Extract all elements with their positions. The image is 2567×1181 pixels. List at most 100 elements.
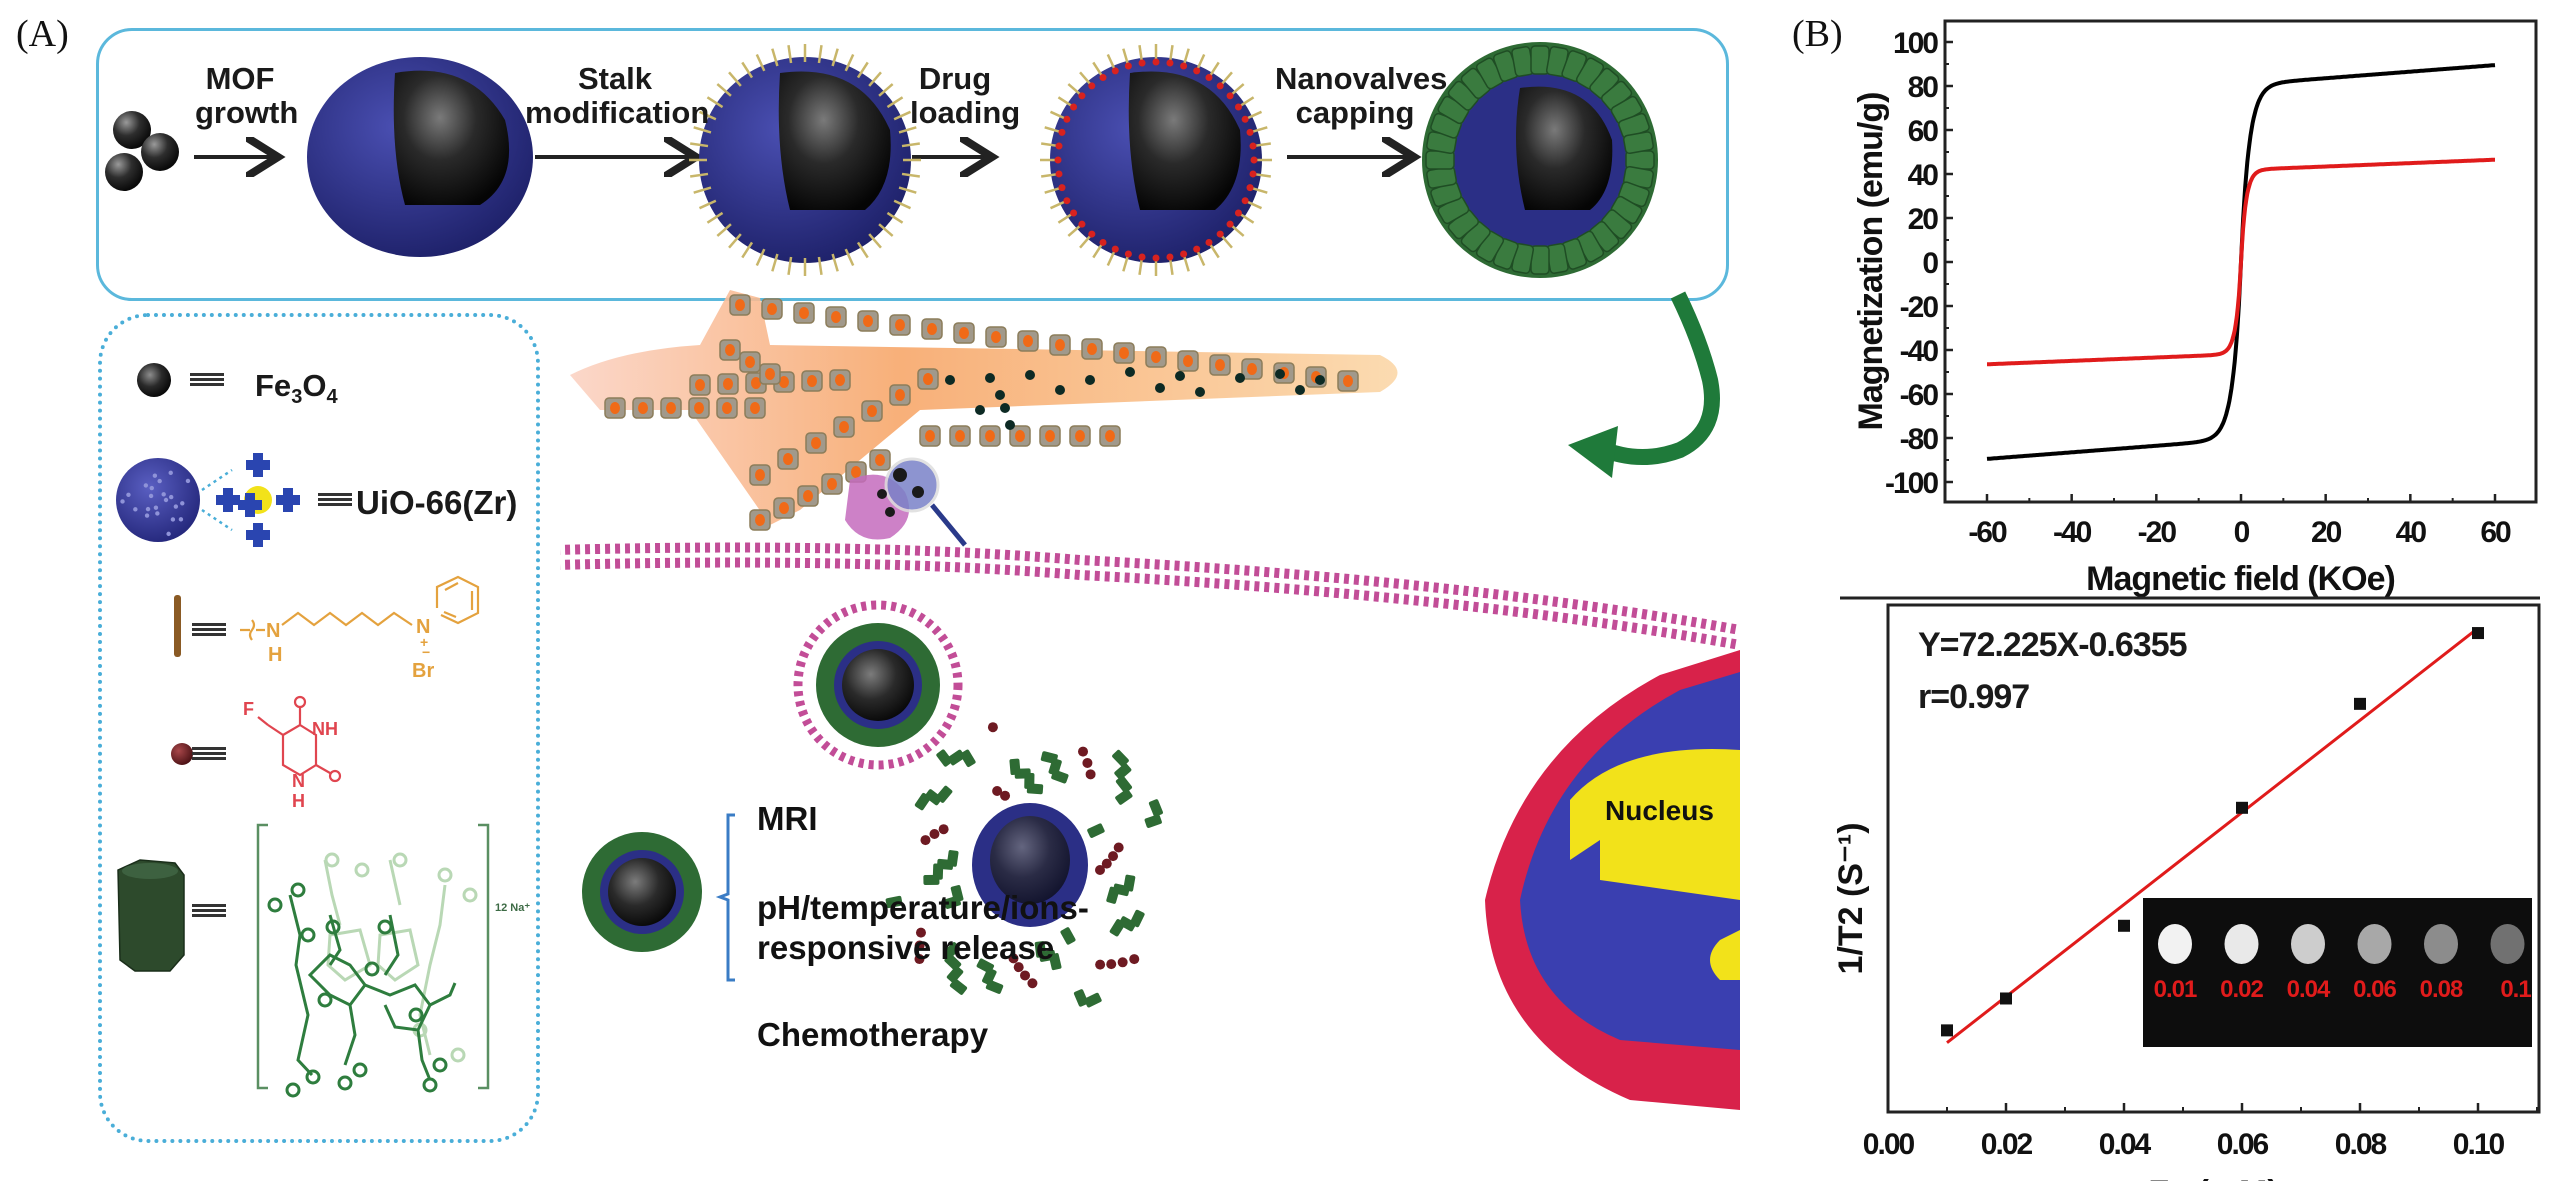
cell-nucleus-icon xyxy=(1023,335,1033,347)
cell-nucleus-icon xyxy=(807,375,817,387)
step-label-line1: Nanovalves xyxy=(1275,61,1448,96)
cell-nucleus-icon xyxy=(725,344,735,356)
released-valve-icon xyxy=(1009,758,1021,776)
stalk-charge-plus: + xyxy=(420,634,428,650)
uio66-dashed-arrows-icon xyxy=(201,468,233,532)
mri-concentration-label: 0.04 xyxy=(2287,976,2331,1003)
nucleus-label: Nucleus xyxy=(1605,795,1714,826)
drug-molecule-icon xyxy=(1070,209,1078,217)
released-valve-icon xyxy=(1115,775,1133,793)
cell-nucleus-icon xyxy=(751,377,761,389)
drug-molecule-icon xyxy=(1249,170,1257,178)
mri-inset-image xyxy=(2143,898,2532,1047)
equiv-symbol-icon xyxy=(318,493,352,506)
cell-nucleus-icon xyxy=(923,373,933,385)
mri-phantom-spot xyxy=(2490,924,2525,964)
nanoparticle-dot-icon xyxy=(985,373,995,383)
released-valve-icon xyxy=(1087,823,1105,838)
drug-molecule-icon xyxy=(1124,62,1132,70)
magnifier-handle-icon xyxy=(930,503,967,547)
released-drug-icon xyxy=(1129,954,1140,965)
cell-nucleus-icon xyxy=(735,299,745,311)
uio66-cluster-icon xyxy=(216,453,300,547)
cell-nucleus-icon xyxy=(694,402,704,414)
stalk-icon xyxy=(728,233,742,249)
y-tick-label: 20 xyxy=(1908,203,1939,236)
x-tick-label: 0.06 xyxy=(2217,1128,2269,1161)
released-drug-icon xyxy=(1085,769,1096,780)
released-drug-icon xyxy=(1020,970,1031,981)
drug-molecule-icon xyxy=(1246,128,1254,136)
equiv-symbol-icon xyxy=(192,747,226,760)
nanoparticle-dot-icon xyxy=(1295,385,1305,395)
nanoparticle-dot-icon xyxy=(1005,420,1015,430)
y-tick-label: -100 xyxy=(1885,467,1938,500)
step-label-line2: growth xyxy=(195,95,299,130)
drug-molecule-icon xyxy=(1058,184,1066,192)
released-drug-icon xyxy=(1082,757,1093,768)
nanoparticle-dot-icon xyxy=(1000,403,1010,413)
correlation-coefficient: r=0.997 xyxy=(1918,678,2029,716)
pore-icon xyxy=(173,504,179,509)
cell-nucleus-icon xyxy=(1055,339,1065,351)
stalk-icon xyxy=(741,241,754,259)
drug-molecule-icon xyxy=(1249,142,1257,150)
nanoparticle-dot-icon xyxy=(975,405,985,415)
nucleus-fragment xyxy=(1710,930,1740,980)
nanoparticle-dot-icon xyxy=(1055,385,1065,395)
released-drug-icon xyxy=(914,954,925,965)
released-valve-icon xyxy=(1073,989,1089,1007)
stalk-icon xyxy=(831,253,839,272)
mri-phantom-spot xyxy=(2291,924,2325,964)
released-drug-icon xyxy=(992,785,1003,796)
pore-icon xyxy=(148,493,154,499)
plot-frame xyxy=(1886,603,2541,1114)
step-label-line1: Drug xyxy=(918,61,992,96)
y-tick-label: 80 xyxy=(1908,71,1939,104)
stalk-icon xyxy=(901,142,920,148)
stalk-icon xyxy=(787,256,793,275)
pore-icon xyxy=(145,506,151,512)
pore-icon xyxy=(120,499,125,504)
data-point xyxy=(2118,919,2130,932)
stalk-icon xyxy=(771,48,779,67)
cell-nucleus-icon xyxy=(695,379,705,391)
released-drug-icon xyxy=(987,722,998,733)
released-valve-icon xyxy=(1148,799,1163,817)
stalk-icon xyxy=(868,233,882,249)
drug-molecule-icon xyxy=(1063,197,1071,205)
application-release-line1: pH/temperature/ions- xyxy=(757,889,1089,926)
drug-molecule-icon xyxy=(1216,82,1224,90)
drug-molecule-icon xyxy=(1078,220,1086,228)
x-tick-label: 60 xyxy=(2480,516,2511,549)
pore-icon xyxy=(153,505,159,510)
pillararene-counterion: 12 Na⁺ xyxy=(495,902,530,914)
released-drug-icon xyxy=(938,824,949,835)
cell-nucleus-icon xyxy=(755,469,765,481)
released-valve-icon xyxy=(1114,763,1132,780)
cell-nucleus-icon xyxy=(991,331,1001,343)
stalk-atom-n: N xyxy=(266,620,280,642)
drug-molecule-icon xyxy=(1234,209,1242,217)
stalk-icon xyxy=(706,211,724,224)
drug-molecule-icon xyxy=(1226,220,1234,228)
applications-bracket xyxy=(715,813,735,982)
stalk-atom-nplus: N xyxy=(416,616,430,638)
drug-molecule-icon xyxy=(1138,253,1146,261)
drug-molecule-icon xyxy=(1180,62,1188,70)
stalk-icon xyxy=(787,45,793,64)
cell-nucleus-icon xyxy=(851,466,861,478)
released-drug-icon xyxy=(1000,790,1011,801)
mof-coated-sphere xyxy=(307,57,533,257)
drug-molecule-icon xyxy=(1138,59,1146,67)
green-cylinder-icon xyxy=(117,859,185,972)
released-valve-icon xyxy=(1129,909,1145,928)
drug-molecule-icon xyxy=(1193,245,1201,253)
cell-nucleus-icon xyxy=(638,402,648,414)
x-tick-label: 40 xyxy=(2396,516,2427,549)
cell-nucleus-icon xyxy=(783,453,793,465)
mri-phantom-spot xyxy=(2158,924,2192,964)
fu-atom-f: F xyxy=(243,699,254,719)
released-valve-icon xyxy=(960,749,976,768)
pore-icon xyxy=(152,473,158,478)
